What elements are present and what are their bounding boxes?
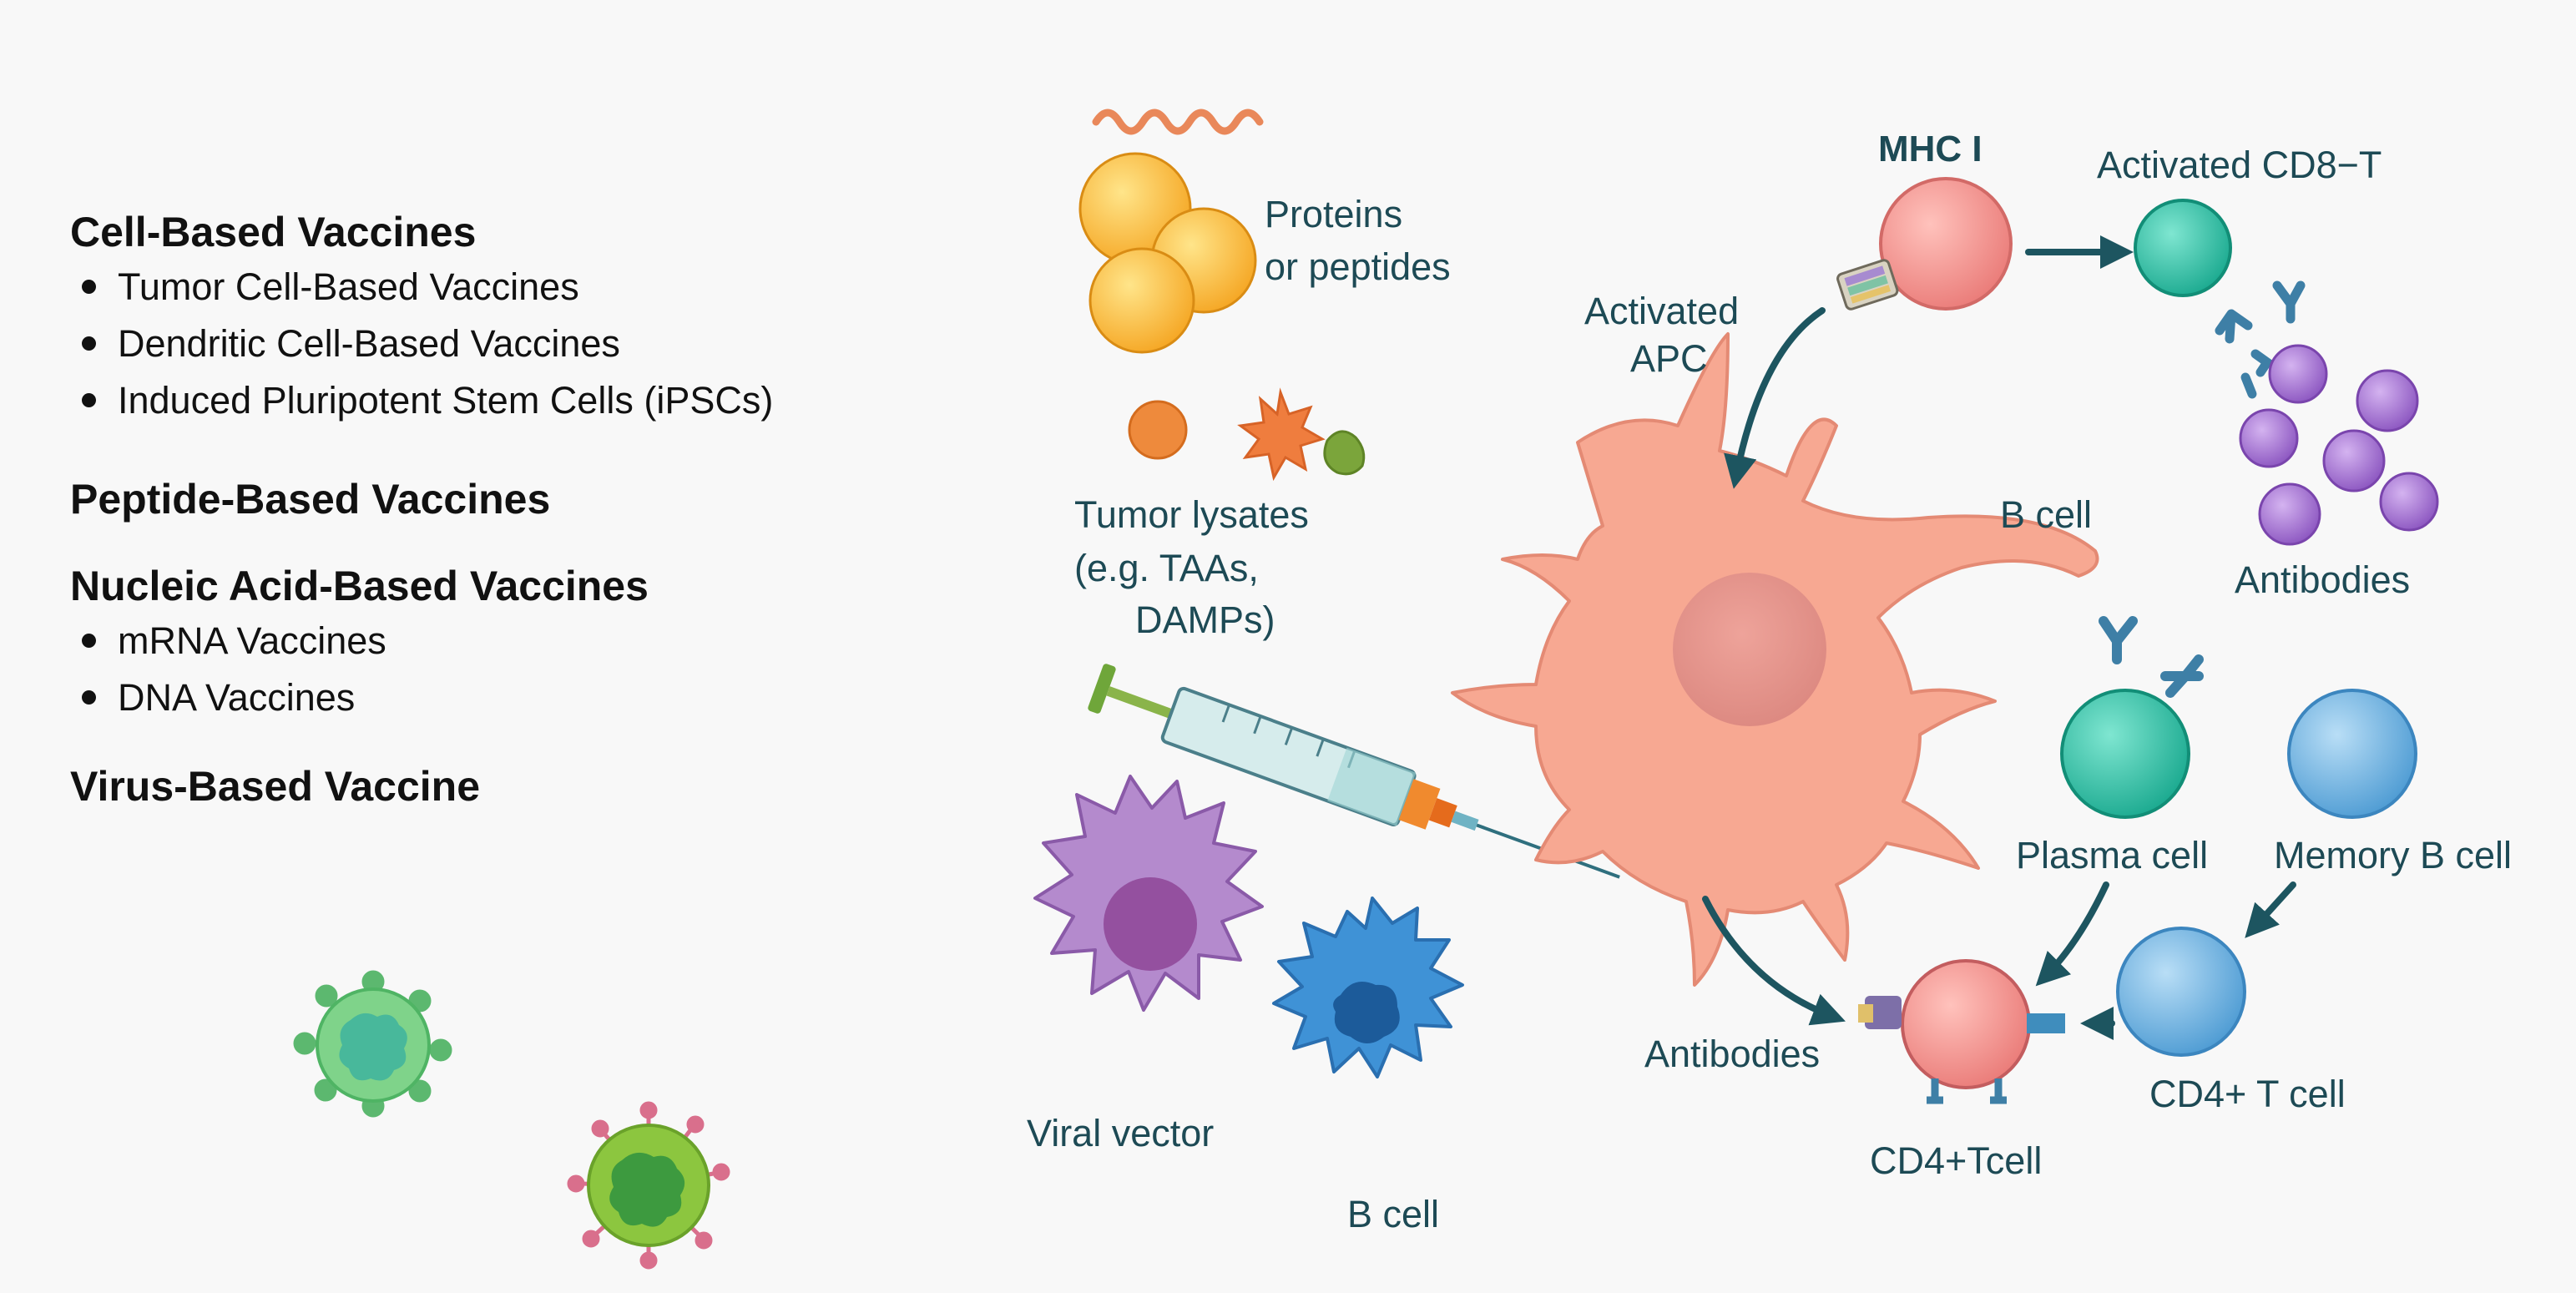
- label-tumor-lysates-1: Tumor lysates: [1074, 493, 1309, 536]
- label-cd4-t-cell-right: CD4+ T cell: [2149, 1073, 2346, 1115]
- label-memory-b-cell: Memory B cell: [2274, 834, 2512, 876]
- list-item: Induced Pluripotent Stem Cells (iPSCs): [70, 372, 773, 429]
- bullet-icon: [82, 689, 96, 705]
- label-activated-cd8: Activated CD8−T: [2097, 144, 2382, 186]
- viral-vector-cell-icon: [1033, 775, 1264, 1012]
- label-proteins-1: Proteins: [1265, 193, 1402, 235]
- bullet-icon: [82, 279, 96, 294]
- b-cell-blue-icon: [1272, 897, 1464, 1078]
- antibody-fragments-icon: [2215, 280, 2306, 399]
- dendritic-cell-icon: [1451, 332, 2099, 987]
- category-peptide-based: Peptide-Based Vaccines: [70, 476, 551, 523]
- label-activated-apc-2: APC: [1630, 337, 1708, 380]
- label-tumor-lysates-2: (e.g. TAAs,: [1074, 547, 1259, 589]
- list-item: Tumor Cell-Based Vaccines: [70, 259, 773, 316]
- antibody-y-icon: [2099, 616, 2204, 698]
- arrow-memory-to-cd4: [2245, 881, 2296, 938]
- label-b-cell-bottom: B cell: [1347, 1193, 1439, 1235]
- tumor-lysate-icon: [1128, 387, 1366, 482]
- cd4-t-cell-center-icon: [1858, 959, 2065, 1104]
- bullet-icon: [82, 392, 96, 407]
- memory-b-cell-icon: [2287, 689, 2417, 819]
- label-plasma-cell: Plasma cell: [2016, 834, 2208, 876]
- virus-green-icon: [293, 970, 452, 1118]
- mhc-receptor-icon: [1836, 259, 1899, 311]
- list-item: Dendritic Cell-Based Vaccines: [70, 316, 773, 372]
- label-proteins-2: or peptides: [1265, 245, 1451, 288]
- bullet-icon: [82, 336, 96, 351]
- label-viral-vector: Viral vector: [1027, 1112, 1214, 1154]
- list-item: mRNA Vaccines: [70, 613, 773, 669]
- label-tumor-lysates-3: DAMPs): [1135, 599, 1275, 641]
- syringe-icon: [1088, 664, 1620, 879]
- label-mhc: MHC I: [1878, 129, 1983, 169]
- cd4-t-cell-right-icon: [2116, 927, 2246, 1057]
- activated-cd8-t-cell-icon: [2134, 199, 2232, 297]
- label-antibodies-top: Antibodies: [2235, 558, 2410, 601]
- peptide-chain-icon: [1092, 109, 1264, 135]
- bullet-icon: [82, 633, 96, 648]
- arrow-plasma-to-cd4: [2035, 881, 2109, 987]
- label-antibodies-bottom: Antibodies: [1644, 1033, 1820, 1075]
- plasma-cell-icon: [2060, 689, 2190, 819]
- category-nucleic-acid-based: Nucleic Acid-Based Vaccines: [70, 563, 649, 609]
- category-virus-based: Virus-Based Vaccine: [70, 763, 481, 810]
- label-b-cell-top: B cell: [2000, 493, 2092, 536]
- category-cell-based: Cell-Based Vaccines: [70, 209, 477, 255]
- mhc-cell-icon: [1836, 177, 2013, 311]
- label-activated-apc-1: Activated: [1584, 290, 1739, 332]
- vaccine-category-list: Cell-Based Vaccines Tumor Cell-Based Vac…: [70, 205, 773, 813]
- virus-lime-icon: [567, 1101, 730, 1270]
- protein-spheres-icon: [1078, 152, 1257, 354]
- arrow-mhc-to-apc: [1724, 307, 1826, 489]
- arrow-dendritic-to-cd4: [1702, 896, 1846, 1026]
- list-item: DNA Vaccines: [70, 669, 773, 726]
- antibodies-cluster-icon: [2239, 344, 2439, 546]
- label-cd4-t-cell-center: CD4+Tcell: [1870, 1139, 2042, 1182]
